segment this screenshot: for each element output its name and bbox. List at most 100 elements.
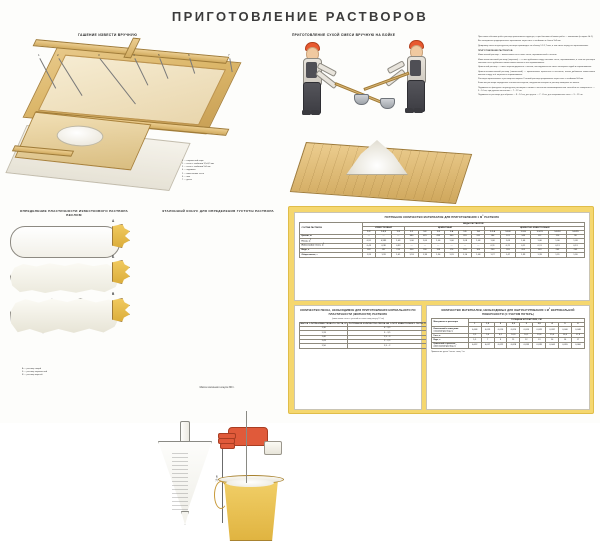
shovel-handle: [363, 71, 410, 92]
slaking-caption: ГАШЕНИЕ ИЗВЕСТИ ВРУЧНУЮ: [78, 33, 138, 37]
page-title: ПРИГОТОВЛЕНИЕ РАСТВОРОВ: [171, 9, 429, 24]
callout-1: 1: [38, 53, 40, 57]
section-heading: ПРИГОТОВЛЕНИЕ РАСТВОРОВ.: [478, 49, 514, 52]
sand-table-title: КОЛИЧЕСТВО ПЕСКА, НЕОБХОДИМОЕ ДЛЯ ПРИГОТ…: [300, 309, 416, 316]
table-row: Известковый и известково-гипсовый раство…: [431, 326, 586, 335]
cone-tip: [181, 511, 189, 525]
cone-caption: ЭТАЛОННЫЙ КОНУС ДЛЯ ОПРЕДЕЛЕНИЯ ГУСТОТЫ …: [162, 209, 274, 213]
cell-0-11: 148: [515, 233, 532, 240]
callout-7: 7: [228, 53, 230, 57]
mortar-in-bucket: [226, 479, 274, 487]
body-paragraph: Растворы приготовляют в растворных ящика…: [478, 78, 584, 81]
intro-paragraph: Все материалы предварительно просеивают …: [478, 40, 561, 43]
worker-bib: [410, 60, 421, 76]
cell-4-12: 1,33: [530, 252, 549, 258]
cell-0-0: —: [361, 233, 377, 240]
sand-table-subtitle: (известковое тесто с густотой по эталонн…: [332, 318, 384, 320]
callout-5: 5: [158, 53, 160, 57]
cell-0-7: 0,040: [558, 326, 572, 335]
cell-4-9: 1,27: [484, 252, 501, 258]
blob-label-b: Б: [112, 255, 115, 259]
cell-3-0: 0,012: [467, 341, 482, 350]
callout-3: 3: [98, 53, 100, 57]
cell-4-8: 1,08: [471, 252, 486, 258]
sand-quantity-table: Масса 1 литра известкового теста, кг Пот…: [298, 321, 427, 349]
cell-0-1: 0,013: [480, 326, 495, 335]
main-table-title: ПОТРЕБНОЕ КОЛИЧЕСТВО МАТЕРИАЛОВ ДЛЯ ПРИГ…: [384, 216, 500, 219]
mortar-blob-a: [10, 226, 120, 258]
worker-boot: [405, 108, 414, 113]
worker-boot: [414, 108, 423, 113]
cell-4-1: 1,5…2: [347, 343, 427, 349]
worker-boot: [311, 110, 320, 115]
cone-illustration: 15 см: [148, 205, 288, 541]
cell-0-14: 90: [565, 233, 586, 240]
cell-4-3: 1,53: [404, 252, 419, 258]
row-label: Известковый и известково-гипсовый раство…: [431, 326, 469, 335]
legend-item: 1 — творильный ящик: [182, 160, 204, 162]
cell-0-8: 241: [471, 233, 486, 240]
cell-0-6: 0,032: [545, 326, 560, 335]
legend-item: 5 — известковое тесто: [182, 172, 204, 175]
mortar-blob-c: [10, 298, 120, 334]
cell-3-1: 0,017: [480, 341, 495, 350]
cell-0-2: 0,016: [493, 326, 508, 335]
cell-4-5: 1,34: [431, 252, 446, 258]
tables-panel: ПОТРЕБНОЕ КОЛИЧЕСТВО МАТЕРИАЛОВ ДЛЯ ПРИГ…: [288, 206, 594, 414]
callout-6: 6: [188, 53, 190, 57]
legend-item: В — раствор жирный: [22, 374, 43, 377]
paddle-icon: [112, 298, 130, 322]
row-label: Общая масса, т: [299, 252, 363, 258]
intro-paragraph: Дозировку смеси штукатурного раствора пр…: [478, 44, 589, 47]
row-label: Цементный и цементно-известковый раствор…: [431, 341, 469, 350]
cell-3-4: 0,033: [519, 341, 534, 350]
cell-0-6: 340: [444, 233, 459, 240]
cell-0-3: 980: [404, 233, 419, 240]
blob-label-c: В: [112, 292, 115, 296]
drymix-illustration: [288, 30, 474, 204]
cell-4-11: 1,39: [515, 252, 532, 258]
cell-4-4: 1,39: [417, 252, 433, 258]
slaking-legend: 1 — творильный ящик 2 — сетка с ячейками…: [182, 160, 282, 182]
cell-4-13: 1,31: [547, 252, 567, 258]
cell-4-6: 1,31: [444, 252, 459, 258]
poster-canvas: ПРИГОТОВЛЕНИЕ РАСТВОРОВ ГАШЕНИЕ ИЗВЕСТИ …: [5, 9, 595, 541]
plaster-col0-header: Материалы и растворы: [431, 317, 469, 328]
legend-item: 6 — яма: [182, 175, 191, 178]
main-materials-table: СОСТАВ РАСТВОРА ВИДЫ РАСТВОРОВ ИЗВЕСТКОВ…: [299, 221, 586, 258]
cell-3-3: 0,028: [506, 341, 521, 350]
blob-label-a: А: [112, 219, 115, 223]
sleeve: [264, 441, 282, 455]
legend-item: Б — раствор нормальный: [22, 371, 48, 374]
drymix-caption: ПРИГОТОВЛЕНИЕ СУХОЙ СМЕСИ ВРУЧНУЮ НА БОЙ…: [292, 33, 396, 37]
cell-0-2: —: [391, 233, 406, 240]
legend-item: А — раствор тощий: [22, 368, 42, 370]
cell-3-6: 0,044: [545, 341, 560, 350]
cell-4-14: 1,30: [565, 252, 586, 258]
legend-item: 7 — доска: [182, 178, 192, 181]
table-row: Цементный и цементно-известковый раствор…: [431, 341, 586, 350]
cell-3-2: 0,022: [493, 341, 508, 350]
cell-4-7: 1,16: [457, 252, 473, 258]
cell-0-3: 0,020: [506, 326, 521, 335]
cell-3-8: 0,066: [570, 341, 586, 350]
sand-quantity-table-card: КОЛИЧЕСТВО ПЕСКА, НЕОБХОДИМОЕ ДЛЯ ПРИГОТ…: [294, 305, 427, 410]
plaster-materials-table-card: КОЛИЧЕСТВО МАТЕРИАЛОВ, НЕОБХОДИМЫХ ДЛЯ О…: [426, 305, 590, 410]
cell-3-5: 0,039: [532, 341, 547, 350]
main-materials-table-card: ПОТРЕБНОЕ КОЛИЧЕСТВО МАТЕРИАЛОВ ДЛЯ ПРИГ…: [294, 212, 590, 301]
paddle-icon: [112, 224, 130, 248]
cell-2-8: 17: [570, 337, 586, 343]
cell-4-0: 1,26: [361, 252, 377, 258]
cell-0-8: 0,048: [570, 326, 586, 335]
body-paragraph: Качество раствора определяют эталонным к…: [478, 82, 580, 85]
body-paragraph: Известковый раствор — известковое тесто …: [478, 54, 557, 57]
plaster-materials-table: Материалы и растворы Толщина штукатурки,…: [431, 317, 586, 350]
cell-4-2: 1,41: [391, 252, 406, 258]
legend-item: 2 — сетка с ячейками 3,5х3,5 мм: [182, 163, 214, 166]
paddle-icon: [112, 260, 130, 284]
